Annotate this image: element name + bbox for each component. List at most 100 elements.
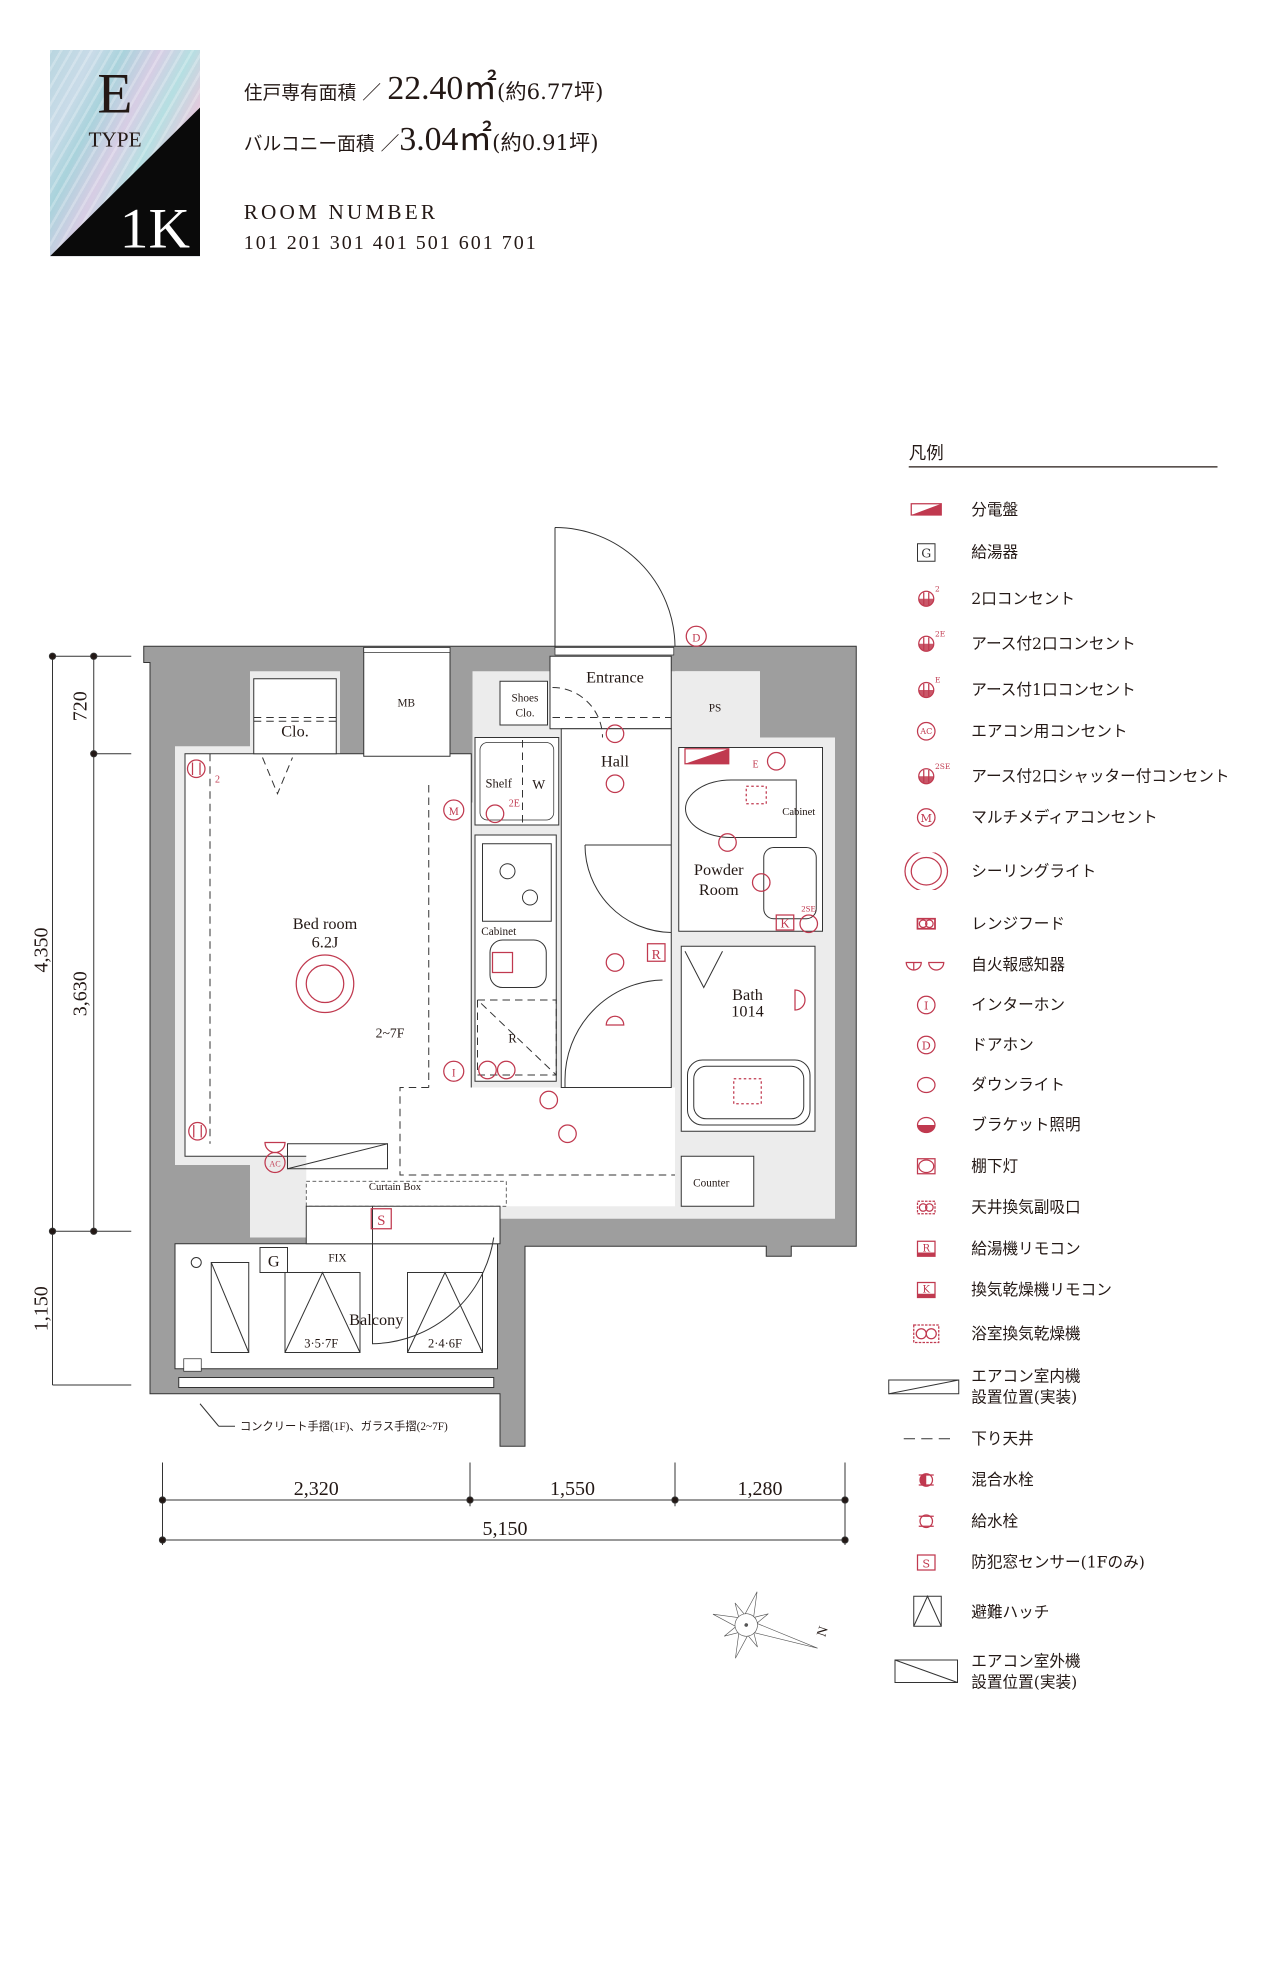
room-number-title: ROOM NUMBER	[243, 200, 439, 224]
aircon-outdoor-icon	[894, 1659, 958, 1683]
outlet-icon	[766, 751, 819, 934]
legend-label: エアコン室外機 設置位置(実装)	[971, 1651, 1081, 1692]
legend-label: 分電盤	[971, 500, 1019, 519]
dim-bottom-b: 1,550	[550, 1478, 595, 1500]
legend-item: G 給湯器	[888, 534, 1263, 572]
legend-label: シーリングライト	[971, 861, 1097, 880]
type-letter: E	[97, 61, 133, 125]
label-counter: Counter	[693, 1177, 729, 1189]
range-hood-icon	[491, 951, 514, 974]
legend-item: 避難ハッチ	[888, 1594, 1263, 1632]
intercom-symbol-label: I	[452, 1067, 456, 1079]
label-water-heater: G	[268, 1252, 280, 1270]
outlet-icon: E	[918, 676, 940, 699]
label-ceiling-note: 2~7F	[376, 1026, 405, 1041]
compass-rose	[712, 1591, 818, 1659]
legend-label: 給湯器	[971, 542, 1019, 562]
label-bedroom: Bed room	[293, 915, 358, 933]
shelf-light-icon	[916, 1158, 936, 1175]
label-fridge: R	[508, 1032, 517, 1046]
mixing-faucet-icon	[918, 1473, 934, 1487]
fire-alarm-icon	[905, 961, 945, 971]
label-kitchen-cabinet: Cabinet	[481, 926, 517, 938]
dim-left-total: 4,350	[31, 928, 53, 973]
aircon-indoor-icon	[888, 1379, 960, 1395]
legend-divider	[908, 466, 1218, 468]
legend-item: 下り天井	[888, 1420, 1263, 1458]
outlet-icon: 2	[918, 584, 940, 607]
legend-label: 浴室換気乾燥機	[971, 1323, 1081, 1343]
label-powder-2: Room	[699, 881, 739, 899]
downlight-icon	[605, 774, 625, 794]
legend-label: ダウンライト	[971, 1075, 1066, 1094]
stove	[482, 843, 552, 922]
legend-label: 換気乾燥機リモコン	[971, 1280, 1112, 1299]
dimension-lines	[48, 652, 849, 1545]
legend-label: 給湯機リモコン	[971, 1238, 1081, 1258]
balcony-railing	[178, 1377, 495, 1388]
fire-alarm-icon	[264, 1141, 286, 1154]
dim-left-top: 720	[69, 691, 91, 721]
closet	[253, 678, 337, 755]
outlet-2se-label: 2SE	[801, 903, 816, 913]
outlet-e-label: E	[753, 760, 759, 771]
legend-label: 棚下灯	[971, 1156, 1019, 1175]
dim-bottom-c: 1,280	[738, 1478, 783, 1500]
bath-dryer-icon	[913, 1324, 940, 1344]
legend-title: 凡例	[908, 443, 944, 464]
label-clo: Clo.	[281, 722, 309, 740]
svg-text:G: G	[921, 546, 931, 561]
balcony-drain	[183, 1358, 202, 1372]
mb-closet	[363, 647, 451, 757]
washer-space	[474, 737, 560, 826]
legend-item: シーリングライト	[888, 852, 1263, 890]
legend-label: 下り天井	[971, 1428, 1034, 1448]
counter-area	[680, 1155, 755, 1207]
distribution-board-icon	[910, 503, 942, 516]
legend-label: エアコン用コンセント	[971, 721, 1128, 740]
legend-label: アース付2口シャッター付コンセント	[971, 766, 1230, 785]
svg-text:K: K	[923, 1285, 931, 1296]
ps-shaft	[675, 671, 760, 739]
multimedia-symbol-label: M	[449, 806, 459, 818]
ventilation-remote-icon	[775, 914, 795, 931]
type-badge: E TYPE 1K	[50, 50, 200, 257]
doorphone-icon	[685, 625, 707, 647]
legend-label: ブラケット照明	[971, 1115, 1081, 1134]
dim-left-balcony: 1,150	[31, 1286, 53, 1331]
label-shoes-2: Clo.	[515, 707, 534, 719]
label-hatch-a: 3·5·7F	[304, 1337, 338, 1351]
water-faucet-icon	[918, 1514, 934, 1529]
balcony-area-tsubo: (約0.91坪)	[492, 131, 599, 157]
bracket-light-icon	[916, 1116, 936, 1134]
svg-text:M: M	[920, 812, 932, 825]
label-fix: FIX	[328, 1252, 346, 1264]
label-mb: MB	[397, 697, 415, 709]
aircon-symbol-label: AC	[269, 1159, 280, 1168]
legend-item: 自火報感知器	[888, 946, 1263, 984]
toilet	[685, 779, 797, 838]
box-red-icon: R	[916, 1240, 936, 1257]
downlight-icon	[916, 1076, 936, 1094]
ceiling-light-icon	[904, 852, 949, 890]
downlight-icon	[605, 724, 625, 744]
fire-alarm-icon	[794, 989, 806, 1011]
legend-label: アース付2口コンセント	[971, 633, 1136, 653]
balcony-area-value: 3.04㎡	[399, 120, 493, 158]
legend-item: K 換気乾燥機リモコン	[888, 1271, 1263, 1309]
outlet-icon: 2SE	[918, 762, 950, 785]
svg-text:D: D	[922, 1039, 931, 1052]
range-hood-icon	[916, 917, 936, 930]
legend-item: 分電盤	[888, 491, 1263, 529]
curtain-box	[305, 1180, 507, 1207]
label-entrance: Entrance	[586, 669, 644, 687]
legend-label: 自火報感知器	[971, 955, 1066, 974]
circle-letter-icon: D	[916, 1035, 936, 1055]
